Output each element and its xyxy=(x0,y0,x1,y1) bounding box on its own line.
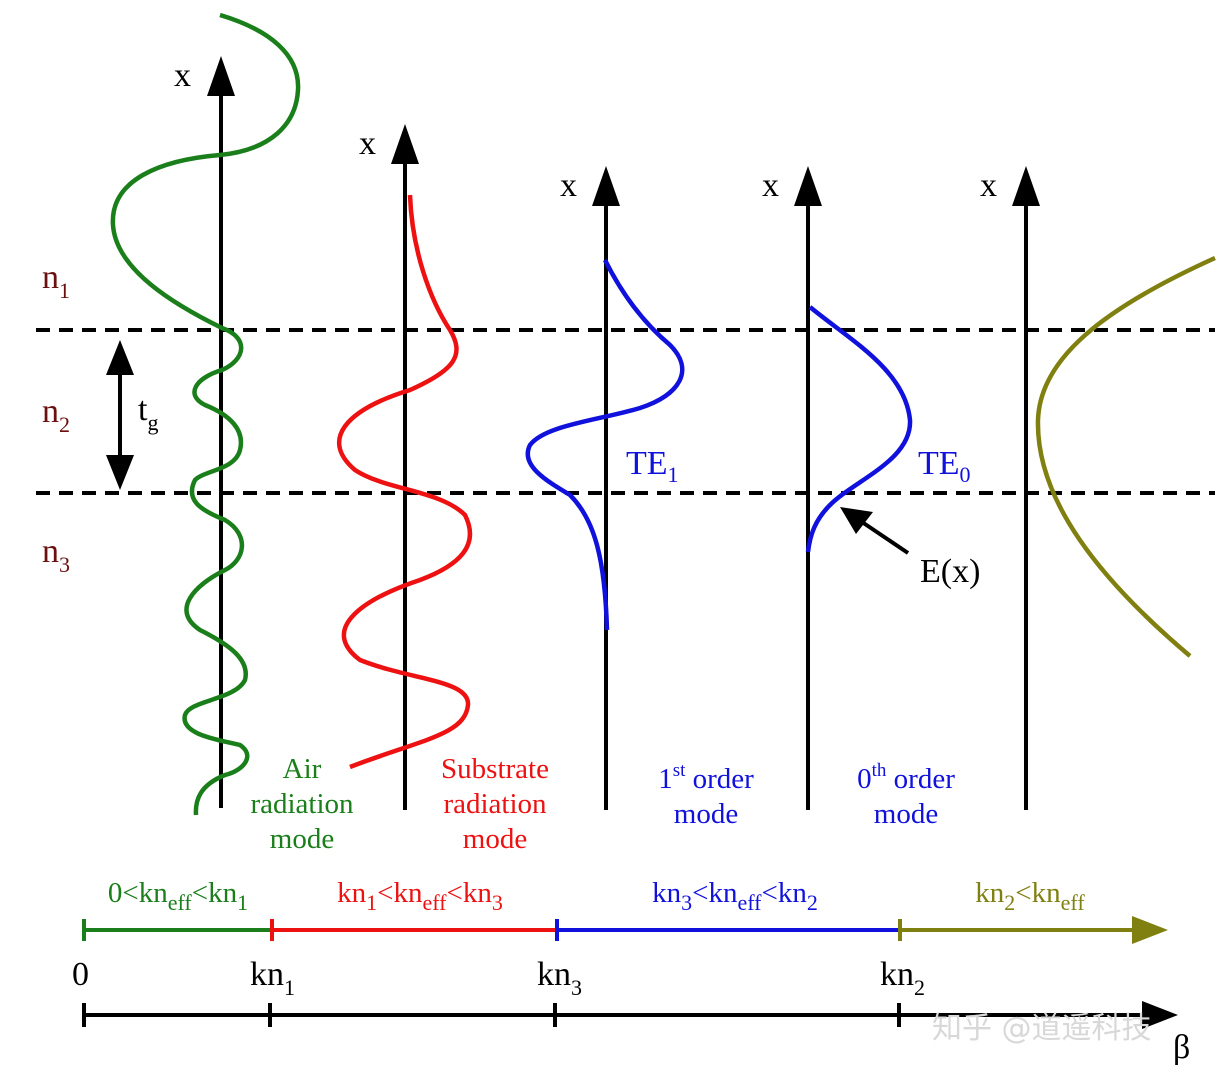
field-pointer-arrow xyxy=(840,507,910,555)
thickness-arrow xyxy=(106,340,134,490)
range-label-2: kn1<kneff<kn3 xyxy=(337,877,503,915)
layer-label-n1: n1 xyxy=(42,259,70,303)
te1-label: TE1 xyxy=(626,445,679,487)
x-axes xyxy=(207,56,1040,810)
axis-label: x xyxy=(560,167,577,204)
caption-air-line3: mode xyxy=(270,823,334,855)
axis-arrowhead xyxy=(1012,166,1040,206)
axis-label: x xyxy=(762,167,779,204)
beyond-cutoff-curve xyxy=(1035,255,1216,658)
tick-label-zero: 0 xyxy=(72,956,89,993)
beta-tick-labels: 0 kn1 kn3 kn2 xyxy=(72,956,925,1000)
tick-label-kn1: kn1 xyxy=(250,956,295,1000)
caption-air-line1: Air xyxy=(283,753,322,785)
caption-zeroth-line2: mode xyxy=(874,798,938,830)
range-label-1: 0<kneff<kn1 xyxy=(108,877,248,915)
range-bar xyxy=(82,916,1168,944)
axis-arrowhead xyxy=(207,56,235,96)
layer-labels: n1 n2 n3 xyxy=(42,259,70,577)
caption-substrate-line3: mode xyxy=(463,823,527,855)
layer-label-n3: n3 xyxy=(42,533,70,577)
range-bar-arrowhead xyxy=(1132,916,1168,944)
axis-arrowhead xyxy=(592,166,620,206)
tick-label-kn3: kn3 xyxy=(537,956,582,1000)
caption-air-line2: radiation xyxy=(250,788,354,820)
field-label: E(x) xyxy=(920,553,980,590)
te0-mode-curve xyxy=(805,305,913,553)
axis-label: x xyxy=(359,125,376,162)
te1-mode-curve xyxy=(525,258,685,631)
te0-label: TE0 xyxy=(918,445,971,487)
layer-label-n2: n2 xyxy=(42,393,70,437)
axis-arrowhead xyxy=(794,166,822,206)
caption-zeroth-line1: 0th order xyxy=(857,760,955,795)
axis-arrowhead xyxy=(391,124,419,164)
caption-first-line1: 1st order xyxy=(658,760,754,795)
air-radiation-mode-curve xyxy=(110,12,301,816)
caption-substrate-line1: Substrate xyxy=(441,753,549,785)
range-label-3: kn3<kneff<kn2 xyxy=(652,877,818,915)
caption-substrate-line2: radiation xyxy=(443,788,547,820)
axis-labels: x x x x x xyxy=(174,57,997,204)
tick-label-kn2: kn2 xyxy=(880,956,925,1000)
captions: Air radiation mode Substrate radiation m… xyxy=(250,753,955,855)
beta-axis-arrowhead xyxy=(1142,1001,1178,1029)
caption-first-line2: mode xyxy=(674,798,738,830)
beta-axis-label: β xyxy=(1173,1029,1190,1066)
axis-label: x xyxy=(174,57,191,94)
mode-labels: TE1 TE0 xyxy=(626,445,971,487)
axis-label: x xyxy=(980,167,997,204)
watermark: 知乎 @道遥科技 xyxy=(932,1011,1152,1046)
range-label-4: kn2<kneff xyxy=(975,877,1085,915)
beta-axis xyxy=(82,1001,1178,1029)
substrate-radiation-mode-curve xyxy=(336,194,473,770)
thickness-label: tg xyxy=(138,391,158,435)
range-labels: 0<kneff<kn1 kn1<kneff<kn3 kn3<kneff<kn2 … xyxy=(108,877,1085,915)
